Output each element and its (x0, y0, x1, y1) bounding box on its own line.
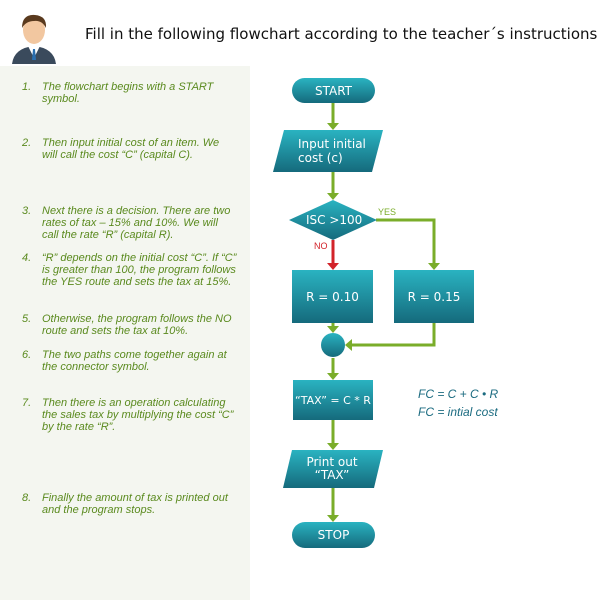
no-label: NO (314, 241, 328, 251)
stop-terminal: STOP (292, 522, 375, 548)
print-label: Print out “TAX” (306, 455, 358, 482)
step-item: 6.The two paths come together again at t… (22, 349, 227, 373)
start-terminal: START (292, 78, 375, 103)
step-item: 8.Finally the amount of tax is printed o… (22, 492, 228, 516)
page-title: Fill in the following flowchart accordin… (85, 25, 598, 43)
avatar (8, 8, 60, 64)
instructions-panel (0, 66, 250, 600)
connector-circle (321, 333, 345, 357)
decision-label: ISC >100 (306, 213, 363, 227)
step-item: 2.Then input initial cost of an item. We… (22, 137, 220, 161)
yes-label: YES (378, 207, 397, 217)
formula-line-1: FC = C + C • R (418, 387, 499, 401)
print-parallelogram (283, 450, 383, 488)
rate-yes-process: R = 0.15 (394, 270, 474, 323)
arrow-yes-connector (352, 323, 436, 347)
input-label: Input initial cost (c) (298, 137, 366, 165)
arrow-yes (376, 218, 436, 264)
input-parallelogram (273, 130, 383, 172)
teacher-avatar-icon (12, 14, 56, 64)
formula-line-2: FC = intial cost (418, 405, 498, 419)
tax-process: “TAX” = C * R (293, 380, 373, 420)
step-item: 5.Otherwise, the program follows the NO … (22, 313, 232, 337)
step-item: 4.“R” depends on the initial cost “C”. I… (22, 252, 237, 288)
decision-diamond (289, 200, 377, 240)
step-item: 3.Next there is a decision. There are tw… (22, 205, 231, 241)
rate-no-process: R = 0.10 (292, 270, 373, 323)
step-item: 7.Then there is an operation calculating… (22, 397, 234, 433)
step-item: 1.The flowchart begins with a START symb… (22, 81, 214, 105)
